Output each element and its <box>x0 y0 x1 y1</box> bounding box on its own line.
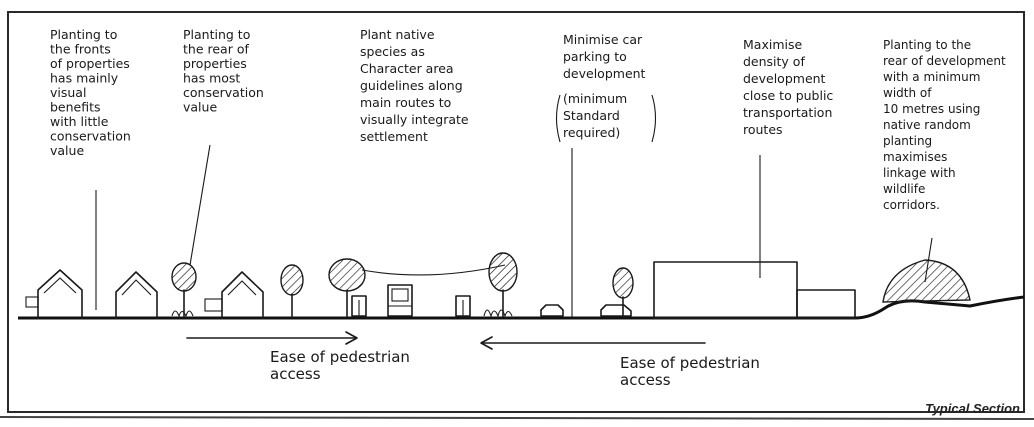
text-line: maximises <box>883 150 947 164</box>
text-line: width of <box>883 86 932 100</box>
annotation-parking: Minimise car parking to development <box>563 32 646 81</box>
diagram-frame <box>7 11 1025 413</box>
text-line: Minimise car <box>563 32 643 47</box>
text-line: Planting to <box>50 27 117 42</box>
tree-icon <box>612 267 634 317</box>
text-line: main routes to <box>360 95 451 110</box>
text-line: routes <box>743 122 783 137</box>
text-line: Plant native <box>360 27 435 42</box>
annotation-density: Maximise density of development close to pu… <box>743 37 833 137</box>
text-line: development <box>563 66 646 81</box>
text-line: transportation <box>743 105 832 120</box>
text-line: has mainly <box>50 71 119 86</box>
text-line: properties <box>183 56 247 71</box>
text-line: with a minimum <box>883 70 980 84</box>
text-line: Ease of pedestrian <box>620 354 760 372</box>
bush-icon <box>171 310 194 318</box>
text-line: value <box>50 143 84 158</box>
house-icon <box>204 271 264 319</box>
text-line: Planting to <box>183 27 250 42</box>
text-line: visual <box>50 85 86 100</box>
leader-rear <box>189 144 211 266</box>
text-line: wildlife <box>883 182 925 196</box>
bus-stop-icon <box>387 284 413 317</box>
text-line: rear of development <box>883 54 1006 68</box>
tree-icon <box>488 252 518 317</box>
annotation-native: Plant native species as Character area guid… <box>360 27 469 144</box>
text-line: Standard <box>563 108 620 123</box>
text-line: (minimum <box>563 91 627 106</box>
leader-native <box>361 264 506 276</box>
text-line: Maximise <box>743 37 802 52</box>
text-line: conservation <box>50 129 131 144</box>
text-line: access <box>270 365 321 383</box>
text-line: has most <box>183 71 240 86</box>
text-line: native random <box>883 118 971 132</box>
text-line: required) <box>563 125 620 140</box>
text-line: the fronts <box>50 42 111 57</box>
bus-stop-icon <box>455 295 471 317</box>
text-line: of properties <box>50 56 130 71</box>
tree-icon <box>171 262 197 317</box>
text-line: linkage with <box>883 166 956 180</box>
text-line: corridors. <box>883 198 940 212</box>
house-icon <box>115 271 158 319</box>
text-line: parking to <box>563 49 627 64</box>
house-icon <box>25 269 83 319</box>
arrow-icon <box>186 331 358 345</box>
text-line: value <box>183 100 217 115</box>
text-line: benefits <box>50 100 101 115</box>
text-line: access <box>620 371 671 389</box>
car-icon <box>540 304 564 317</box>
caption-typical-section: Typical Section <box>925 401 1020 416</box>
text-line: visually integrate <box>360 112 469 127</box>
mound-icon <box>882 259 971 303</box>
text-line: density of <box>743 54 805 69</box>
text-line: settlement <box>360 129 428 144</box>
ground-line <box>18 295 1025 320</box>
arrow-icon <box>480 336 706 350</box>
bottom-frame-edge <box>0 416 1034 420</box>
text-line: development <box>743 71 826 86</box>
car-icon <box>600 304 632 317</box>
text-line: 10 metres using <box>883 102 980 116</box>
building-icon <box>653 261 856 319</box>
text-line: Character area <box>360 61 454 76</box>
paren-left <box>555 94 561 143</box>
text-line: Planting to the <box>883 38 971 52</box>
text-line: species as <box>360 44 425 59</box>
text-line: the rear of <box>183 42 249 57</box>
bus-stop-icon <box>351 295 367 317</box>
text-line: with little <box>50 114 109 129</box>
text-line: close to public <box>743 88 833 103</box>
tree-icon <box>280 264 304 317</box>
annotation-rear-development: Planting to the rear of development with a… <box>883 38 1006 212</box>
text-line: conservation <box>183 85 264 100</box>
tree-icon <box>328 258 366 317</box>
paren-right <box>651 94 657 143</box>
bush-icon <box>483 309 513 318</box>
text-line: guidelines along <box>360 78 463 93</box>
text-line: planting <box>883 134 932 148</box>
text-line: Ease of pedestrian <box>270 348 410 366</box>
